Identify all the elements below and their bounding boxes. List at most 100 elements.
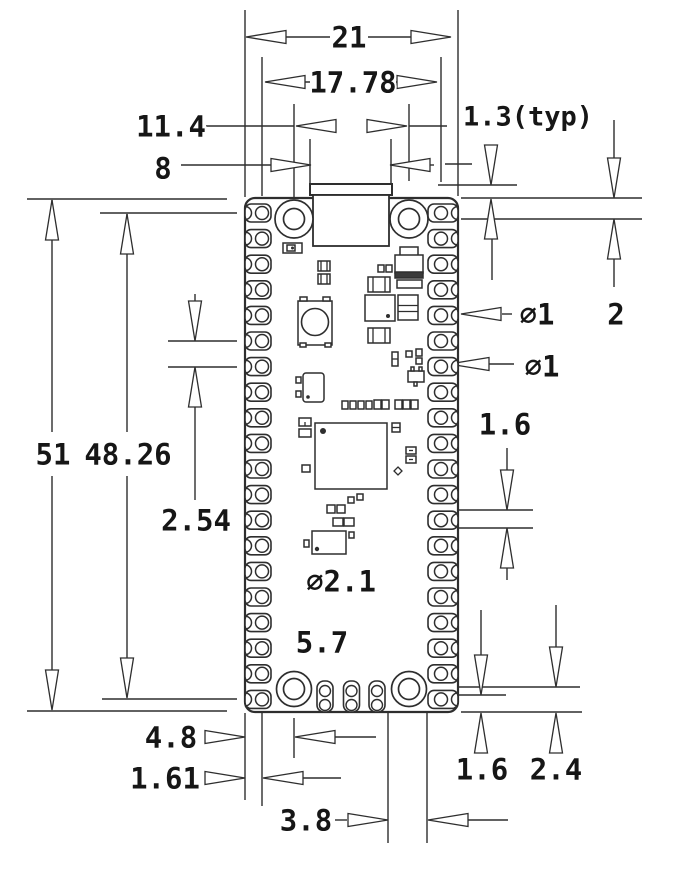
pad-hole [433, 436, 449, 451]
pad-castellation [244, 640, 253, 656]
dimension-arrow [187, 300, 203, 342]
resistor [367, 276, 391, 293]
pad-hole [254, 666, 270, 682]
solder-pad [295, 390, 302, 398]
button-tab [299, 342, 307, 348]
dimension-arrow [119, 213, 135, 255]
dim-label-usb-width: 8 [154, 151, 171, 185]
pad-castellation [450, 512, 459, 528]
pad-castellation [244, 231, 253, 246]
pad-hole [433, 256, 449, 272]
passive-component [415, 357, 423, 365]
pad-castellation [244, 615, 253, 630]
pad-castellation [450, 692, 459, 707]
passive-component [301, 464, 311, 473]
passive-component [394, 399, 403, 410]
passive-component [385, 264, 393, 273]
pin1-dot [386, 314, 390, 318]
dimension-arrow [499, 527, 515, 569]
pad-hole [254, 205, 270, 221]
pad-hole [433, 666, 449, 682]
flash-chip [311, 530, 347, 555]
pad-castellation [244, 564, 253, 579]
dim-label-pad-hole-dia-top: ∅1 [520, 297, 555, 331]
pad-castellation [244, 359, 253, 374]
pad-hole [433, 282, 449, 298]
dimension-arrow [347, 812, 389, 828]
pad-hole [370, 684, 384, 698]
dimension-arrow [119, 657, 135, 699]
pad-castellation [450, 231, 459, 246]
dimension-arrow [448, 356, 490, 372]
pad-hole [433, 589, 449, 605]
dimension-lines [27, 10, 642, 843]
dim-label-overall-width: 21 [332, 20, 367, 54]
pad-castellation [450, 487, 459, 502]
smd-ic [397, 294, 419, 321]
capacitor [336, 504, 346, 514]
pad-castellation [450, 436, 459, 451]
pad-castellation [450, 589, 459, 605]
dimension-arrow [44, 669, 60, 711]
transistor-leg [413, 381, 418, 387]
pad-castellation [370, 698, 384, 712]
dimension-arrow [548, 712, 564, 754]
button-tab [324, 342, 332, 348]
pad-hole [254, 282, 270, 298]
pad-castellation [450, 308, 459, 323]
passive-component [402, 399, 411, 410]
voltage-regulator [364, 294, 396, 322]
dimension-arrow [294, 729, 336, 745]
pad-hole [433, 384, 449, 400]
pad-hole [345, 684, 358, 698]
dimension-arrow [262, 770, 304, 786]
pad-hole [318, 684, 332, 698]
passive-component [405, 350, 413, 358]
rp2040-chip [314, 422, 388, 490]
dimension-arrow [473, 712, 489, 754]
capacitor [317, 260, 331, 272]
pad-hole [433, 538, 449, 554]
solder-pad [303, 539, 310, 548]
pad-castellation [244, 384, 253, 400]
mounting-hole-bore [397, 207, 421, 231]
pad-hole [433, 359, 449, 374]
pad-castellation [450, 640, 459, 656]
pin1-dot [291, 246, 294, 250]
pad-hole [433, 308, 449, 323]
pad-hole [433, 640, 449, 656]
dimension-arrow [245, 29, 287, 45]
dim-label-mounting-hole-dia: ∅2.1 [306, 564, 376, 598]
dim-label-hole-span: 11.4 [136, 109, 206, 143]
button-tab [299, 296, 308, 302]
pin1-dot [306, 395, 310, 399]
transistor-leg [410, 366, 415, 372]
usb-connector-body [312, 194, 390, 247]
pad-castellation [450, 359, 459, 374]
pad-hole [254, 589, 270, 605]
capacitor [326, 504, 336, 514]
dimension-arrow [499, 469, 515, 511]
mounting-hole-bore [282, 207, 306, 231]
pad-hole [433, 487, 449, 502]
pad-castellation [450, 256, 459, 272]
pad-castellation [450, 461, 459, 477]
dimension-arrow [606, 218, 622, 260]
dimension-arrow [366, 118, 408, 134]
dim-label-pad-span-vertical: 48.26 [84, 437, 171, 471]
passive-component [393, 466, 403, 476]
pin1-dot [320, 428, 326, 434]
pad-castellation [345, 698, 358, 712]
pad-castellation [450, 615, 459, 630]
dimension-arrow [606, 157, 622, 199]
dimension-arrow [483, 198, 499, 240]
usb-filter-band [394, 271, 424, 279]
dim-label-pad-left-inset: 1.61 [130, 761, 200, 795]
dimension-arrow [44, 199, 60, 241]
pad-hole [254, 359, 270, 374]
dimension-arrow [204, 770, 246, 786]
dimension-arrow [548, 646, 564, 688]
dim-label-pad-pitch: 2.54 [161, 503, 231, 537]
pad-hole [254, 384, 270, 400]
